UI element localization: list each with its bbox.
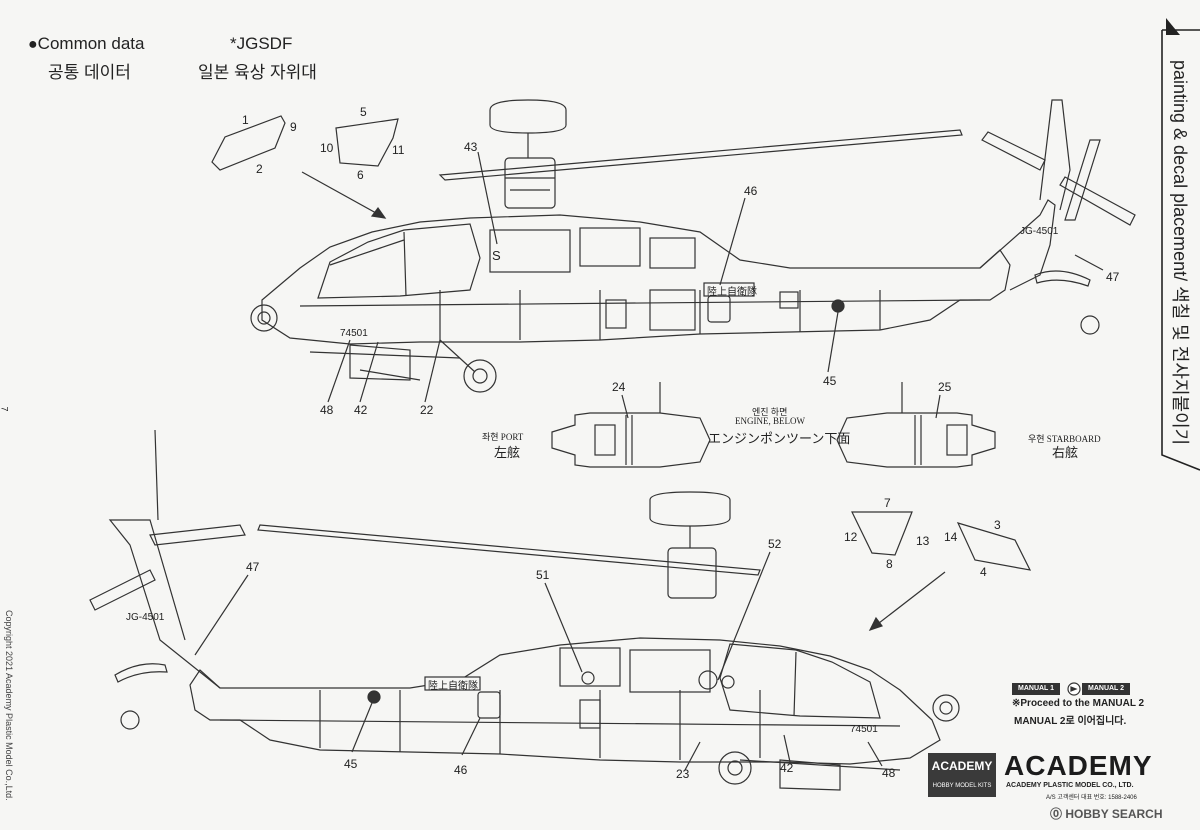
callout-number: 43 — [464, 140, 478, 154]
jgsdf-ko: 일본 육상 자위대 — [198, 63, 317, 82]
decal-number: 6 — [357, 168, 364, 182]
decal-number: 3 — [994, 518, 1001, 532]
decal-number: 9 — [290, 120, 297, 134]
callout-number: 45 — [823, 374, 837, 388]
jgsdf-en: *JGSDF — [230, 34, 293, 53]
decal-number: 12 — [844, 530, 858, 544]
callout-number: 51 — [536, 568, 550, 582]
decal-number: 14 — [944, 530, 958, 544]
letter-marking: S — [492, 248, 501, 263]
port-decal-number: 24 — [612, 380, 626, 394]
decal-number: 5 — [360, 105, 367, 119]
callout-number: 42 — [354, 403, 368, 417]
copyright-text: Copyright 2021 Academy Plastic Model Co.… — [4, 610, 14, 801]
watermark-text: HOBBY SEARCH — [1065, 807, 1163, 821]
decal-number: 4 — [980, 565, 987, 579]
callout-number: 48 — [320, 403, 334, 417]
company-name: ACADEMY PLASTIC MODEL CO., LTD. — [1006, 782, 1134, 789]
common-data-ko: 공통 데이터 — [48, 63, 131, 82]
hobby-search-watermark: ⓪ HOBBY SEARCH — [1050, 805, 1162, 822]
proceed-ko: MANUAL 2로 이어집니다. — [1014, 716, 1127, 727]
tail-marking: JG-4501 — [1020, 226, 1059, 237]
decal-number: 11 — [392, 143, 405, 157]
unit-marking: 陸上自衛隊 — [707, 287, 757, 298]
service-number: A/S 고객센터 대표 번호: 1588-2406 — [1046, 795, 1137, 801]
window-decal-3-4 — [956, 522, 1032, 571]
window-decal-5-6 — [335, 118, 399, 167]
callout-number: 46 — [744, 184, 758, 198]
academy-small-logo-sub: HOBBY MODEL KITS — [932, 783, 992, 789]
window-decal-7-8 — [851, 511, 913, 556]
tail-marking: JG-4501 — [126, 612, 165, 623]
callout-number: 47 — [1106, 270, 1120, 284]
manual-1-badge: MANUAL 1 — [1012, 683, 1061, 695]
page-number: 7 — [0, 406, 10, 412]
callout-number: 47 — [246, 560, 260, 574]
callout-number: 42 — [780, 761, 794, 775]
manual-2-badge: MANUAL 2 — [1082, 683, 1131, 695]
port-label-jp: 左舷 — [494, 445, 521, 460]
watermark-logo-icon: ⓪ — [1050, 807, 1063, 821]
common-data-en: Common data — [37, 34, 145, 53]
starboard-decal-number: 25 — [938, 380, 952, 394]
decal-number: 1 — [242, 113, 249, 127]
callout-number: 48 — [882, 766, 896, 780]
top-helicopter — [250, 99, 1136, 403]
engine-below-jp: エンジンポンツーン下面 — [708, 431, 851, 446]
common-data-heading: ●Common data — [28, 34, 144, 54]
engine-below-drawings — [551, 382, 996, 468]
starboard-label: 우현 STARBOARD — [1028, 434, 1101, 444]
bottom-helicopter — [89, 429, 960, 791]
port-label: 좌현 PORT — [482, 432, 524, 442]
serial-marking: 74501 — [850, 724, 878, 735]
callout-number: 22 — [420, 403, 434, 417]
starboard-label-jp: 右舷 — [1052, 445, 1079, 460]
proceed-en: ※Proceed to the MANUAL 2 — [1012, 698, 1145, 709]
callout-number: 46 — [454, 763, 468, 777]
decal-number: 7 — [884, 496, 891, 510]
side-tab-title: painting & decal placement/ 색칠 및 전사지붙이기 — [1170, 60, 1190, 446]
engine-below-en: ENGINE, BELOW — [735, 416, 805, 426]
decal-number: 13 — [916, 534, 930, 548]
callout-number: 52 — [768, 537, 782, 551]
callout-number: 45 — [344, 757, 358, 771]
unit-marking: 陸上自衛隊 — [428, 681, 478, 692]
bullet-dot-icon: ● — [28, 36, 38, 53]
academy-small-logo: ACADEMY HOBBY MODEL KITS — [928, 753, 996, 797]
callout-number: 23 — [676, 767, 690, 781]
decal-number: 8 — [886, 557, 893, 571]
window-decal-1-2 — [211, 115, 286, 171]
decal-number: 2 — [256, 162, 263, 176]
decal-number: 10 — [320, 141, 334, 155]
academy-small-logo-text: ACADEMY — [931, 759, 993, 773]
academy-logo: ACADEMY — [1004, 750, 1153, 781]
serial-marking: 74501 — [340, 328, 368, 339]
engine-below-ko: 엔진 하면 — [752, 407, 788, 417]
